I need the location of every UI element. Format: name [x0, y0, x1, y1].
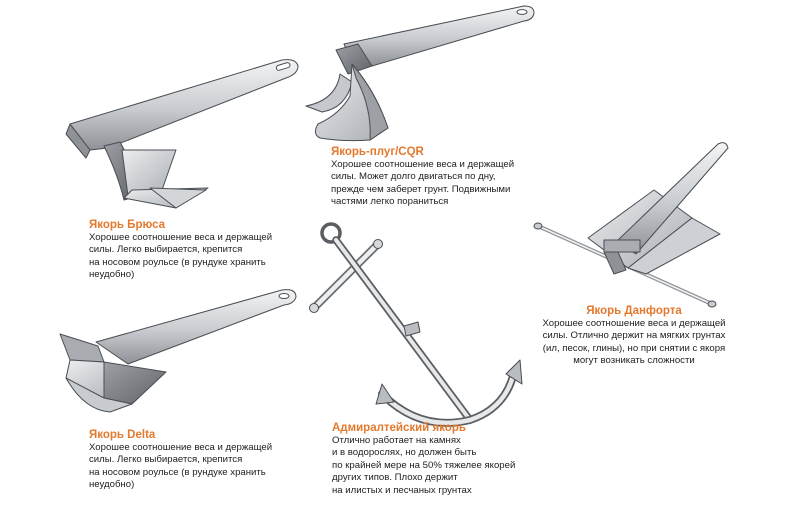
- description-line: прежде чем заберет грунт. Подвижными: [331, 183, 511, 195]
- description-line: Отлично работает на камнях: [332, 435, 461, 446]
- delta-anchor-caption: Якорь Delta Хорошее соотношение веса и д…: [89, 428, 272, 492]
- description-line: по крайней мере на 50% тяжелее якорей: [332, 459, 516, 471]
- description-line: силы. Легко выбирается, крепится: [89, 454, 243, 466]
- description-line: (ил, песок, глины), но при снятии с якор…: [542, 342, 726, 354]
- description-line: Хорошее соотношение веса и держащей: [89, 442, 273, 453]
- delta-anchor-image: [59, 289, 297, 413]
- description-line: Хорошее соотношение веса и держащей: [542, 318, 726, 329]
- description-line: силы. Может долго двигаться по дну,: [331, 171, 496, 183]
- description-line: на носовом роульсе (в рундуке хранить: [89, 466, 266, 478]
- description-line: на носовом роульсе (в рундуке хранить: [89, 256, 266, 268]
- bruce-anchor-title: Якорь Брюса: [89, 219, 166, 231]
- cqr-anchor-title: Якорь-плуг/CQR: [331, 146, 424, 158]
- cqr-anchor-image: [305, 5, 535, 142]
- bruce-anchor-image: [65, 59, 299, 209]
- bruce-anchor-caption: Якорь Брюса Хорошее соотношение веса и д…: [89, 218, 272, 282]
- admiralty-anchor-description: Отлично работает на камнях и в водоросля…: [332, 435, 515, 497]
- cqr-anchor-description: Хорошее соотношение веса и держащей силы…: [331, 159, 514, 209]
- danforth-anchor-description: Хорошее соотношение веса и держащей силы…: [534, 318, 734, 368]
- description-line: неудобно): [89, 269, 135, 281]
- description-line: и в водорослях, но должен быть: [332, 447, 477, 459]
- delta-anchor-description: Хорошее соотношение веса и держащей силы…: [89, 442, 272, 492]
- danforth-anchor-title: Якорь Данфорта: [586, 305, 682, 317]
- bruce-anchor-description: Хорошее соотношение веса и держащей силы…: [89, 232, 272, 282]
- cqr-anchor-caption: Якорь-плуг/CQR Хорошее соотношение веса …: [331, 145, 514, 209]
- description-line: Хорошее соотношение веса и держащей: [331, 159, 515, 170]
- description-line: могут возникать сложности: [573, 355, 695, 367]
- delta-anchor-title: Якорь Delta: [89, 429, 156, 441]
- description-line: силы. Отлично держит на мягких грунтах: [542, 330, 726, 342]
- danforth-anchor-image: [533, 142, 729, 308]
- admiralty-anchor-caption: Адмиралтейский якорь Отлично работает на…: [332, 421, 515, 497]
- description-line: на илистых и песчаных грунтах: [332, 484, 472, 496]
- description-line: других типов. Плохо держит: [332, 472, 458, 484]
- danforth-anchor-caption: Якорь Данфорта Хорошее соотношение веса …: [534, 304, 734, 368]
- description-line: силы. Легко выбирается, крепится: [89, 244, 243, 256]
- admiralty-anchor-image: [309, 222, 523, 427]
- description-line: неудобно): [89, 479, 135, 491]
- admiralty-anchor-title: Адмиралтейский якорь: [332, 422, 466, 434]
- description-line: Хорошее соотношение веса и держащей: [89, 232, 273, 243]
- description-line: частями легко пораниться: [331, 196, 449, 208]
